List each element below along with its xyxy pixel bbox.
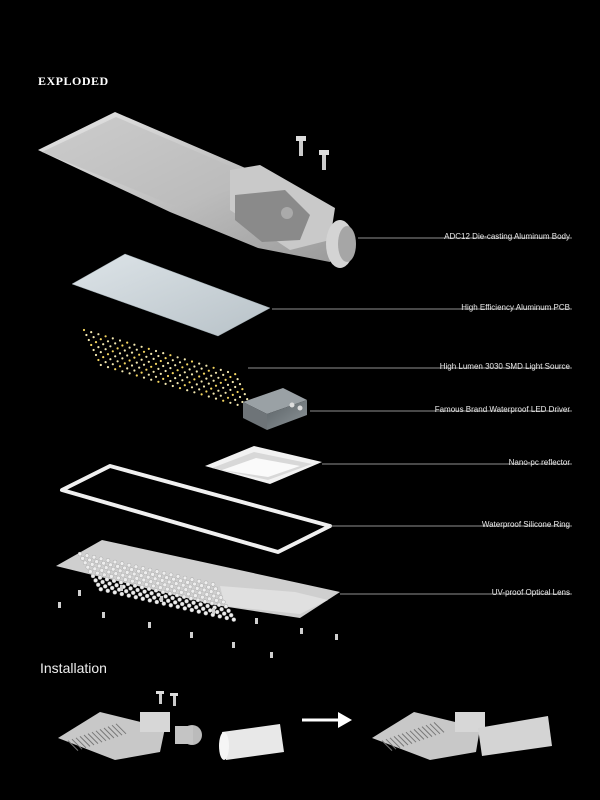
screws: [296, 136, 329, 170]
label-aluminum-pcb: High Efficiency Aluminum PCB: [461, 303, 570, 312]
led-driver: [243, 388, 307, 430]
label-optical-lens: UV-proof Optical Lens: [491, 588, 570, 597]
installation-sequence: [58, 691, 552, 760]
install-lamp-mounted: [372, 712, 552, 760]
leader-lines: [248, 237, 572, 595]
arrow-icon: [302, 712, 352, 728]
optical-lens: [56, 540, 340, 622]
label-aluminum-body: ADC12 Die-casting Aluminum Body: [444, 232, 570, 241]
silicone-ring: [60, 464, 332, 554]
installation-title: Installation: [40, 660, 107, 676]
label-silicone-ring: Waterproof Silicone Ring: [481, 520, 570, 529]
lens-screws: [58, 585, 338, 658]
install-lamp-open: [58, 691, 202, 760]
install-pole: [219, 724, 284, 760]
led-light-source: [82, 328, 254, 411]
aluminum-body: [38, 112, 356, 268]
aluminum-pcb: [71, 253, 271, 337]
nano-pc-reflector: [205, 446, 322, 484]
exploded-heading: EXPLODED: [38, 74, 109, 88]
label-reflector: Nano-pc reflector: [508, 458, 570, 467]
label-led-driver: Famous Brand Waterproof LED Driver: [434, 405, 570, 414]
label-light-source: High Lumen 3030 SMD Light Source: [439, 362, 570, 371]
